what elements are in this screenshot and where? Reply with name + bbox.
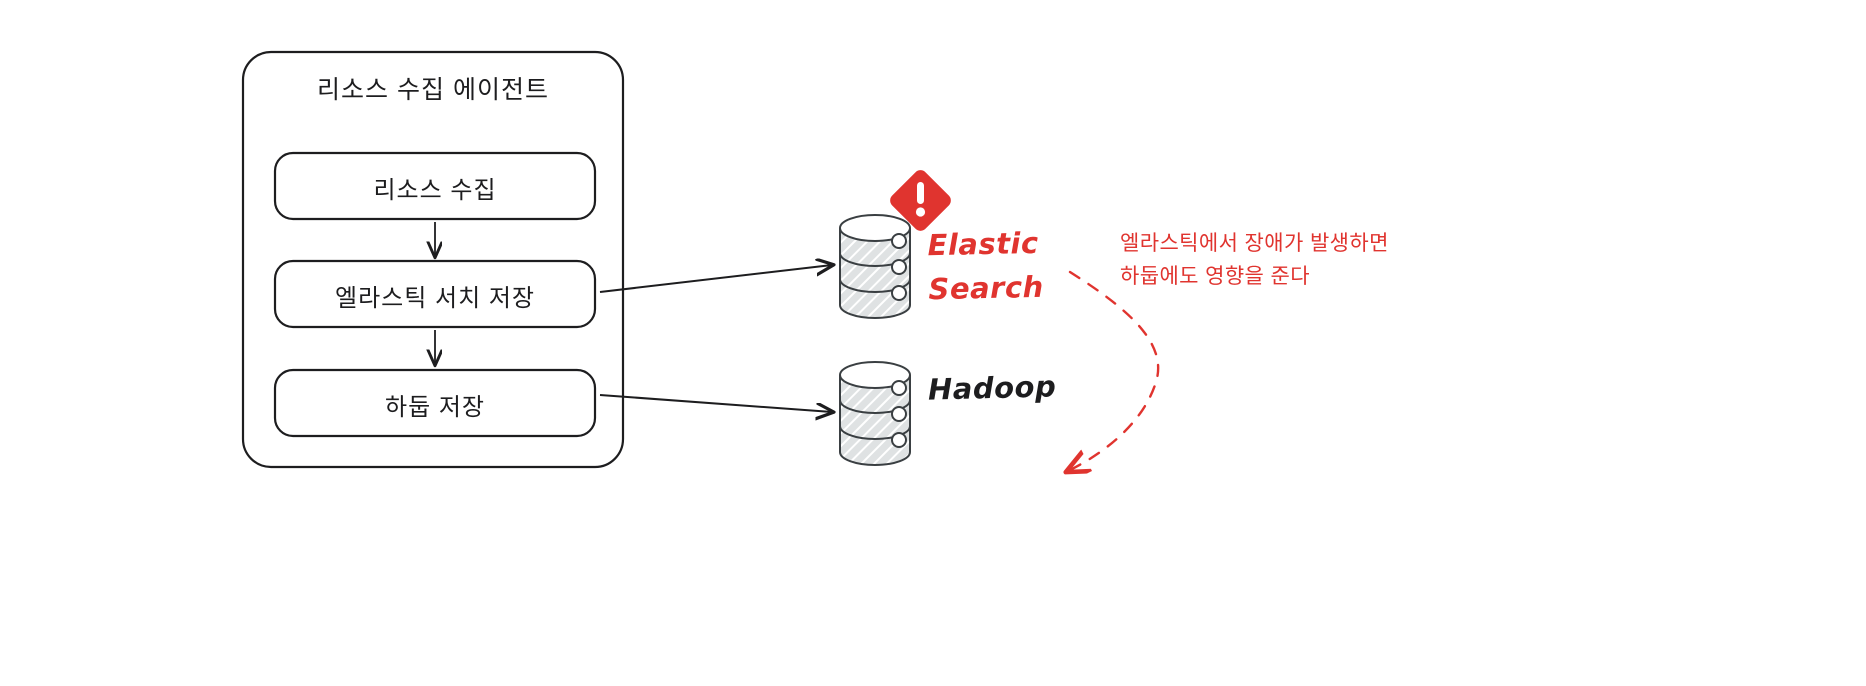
datastore-label-elasticsearch-line2: Search	[928, 269, 1045, 307]
step-label-elastic-store: 엘라스틱 서치 저장	[335, 285, 535, 312]
database-icon-elasticsearch	[838, 214, 912, 319]
datastore-label-hadoop: Hadoop	[927, 369, 1057, 407]
step-label-hadoop-store: 하둡 저장	[385, 394, 485, 421]
warning-icon	[890, 170, 951, 231]
step-box-collect[interactable]	[273, 151, 597, 221]
page-title: 리소스 수집 에이전트	[317, 76, 549, 104]
step-box-elastic-store[interactable]	[273, 259, 597, 329]
impact-arrow	[1070, 270, 1160, 470]
connector-to-elasticsearch	[599, 265, 832, 293]
step-label-collect: 리소스 수집	[373, 177, 497, 204]
annotation-text-line-2: 하둡에도 영향을 준다	[1120, 265, 1310, 288]
connector-to-hadoop	[599, 394, 832, 412]
step-box-hadoop-store[interactable]	[273, 368, 597, 438]
database-icon-hadoop	[838, 361, 912, 466]
datastore-label-elasticsearch: Elastic Search	[927, 221, 1044, 311]
datastore-label-elasticsearch-line1: Elastic	[927, 225, 1039, 263]
agent-container-outline	[241, 50, 625, 469]
annotation-text-line-1: 엘라스틱에서 장애가 발생하면	[1120, 232, 1389, 255]
